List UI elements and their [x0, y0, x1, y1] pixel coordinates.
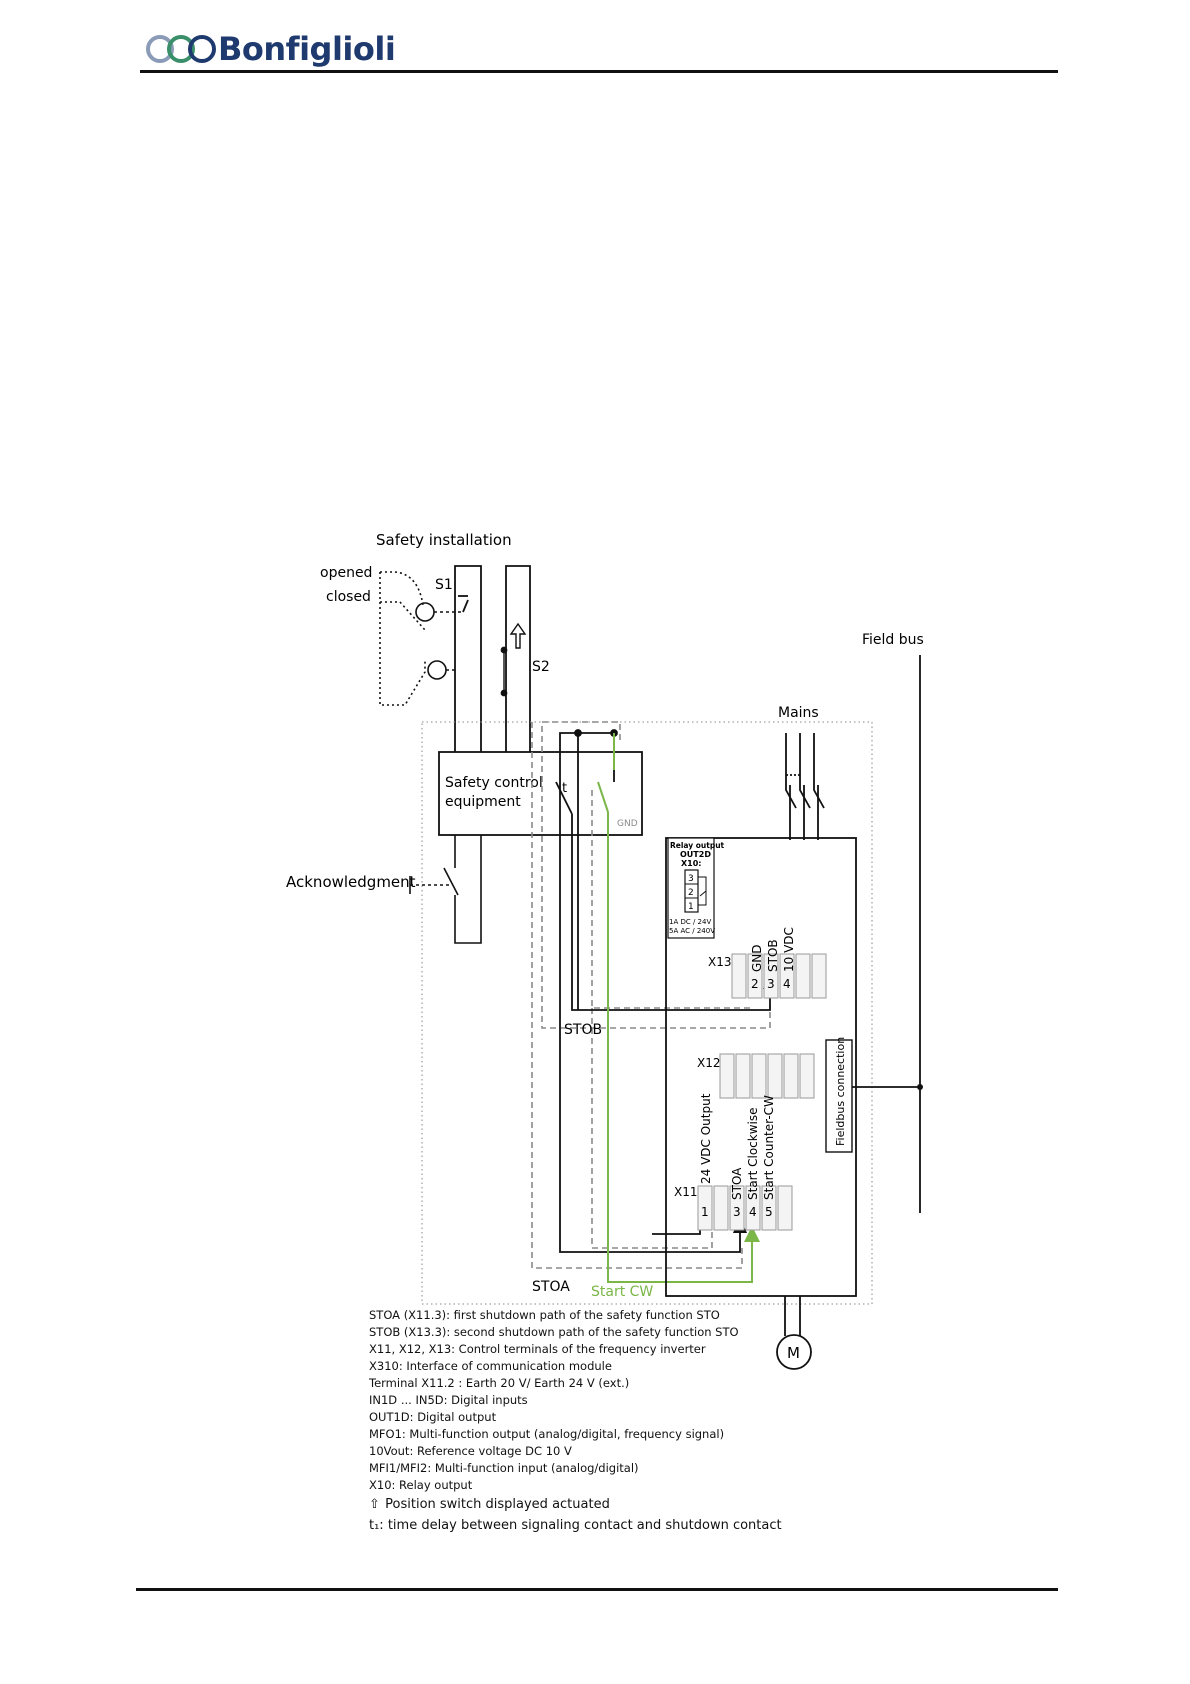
x11-label: X11	[674, 1185, 698, 1199]
legend-item: MFI1/MFI2: Multi-function input (analog/…	[369, 1461, 639, 1475]
legend-item: STOB (X13.3): second shutdown path of th…	[369, 1325, 739, 1339]
legend-symbol-text: Position switch displayed actuated	[385, 1497, 610, 1512]
x13-pin-3: 3	[767, 977, 775, 991]
relay-contact-icon	[698, 876, 707, 906]
legend-item: IN1D ... IN5D: Digital inputs	[369, 1393, 528, 1407]
legend-item: Terminal X11.2 : Earth 20 V/ Earth 24 V …	[369, 1376, 630, 1390]
page-header: Bonfiglioli	[140, 28, 1058, 76]
x13-terminal-strip	[731, 953, 827, 999]
safety-control-label-2: equipment	[445, 794, 521, 810]
x11-start-ccw-label: Start Counter-CW	[762, 1095, 776, 1200]
legend-item: X310: Interface of communication module	[369, 1359, 612, 1373]
x11-pin-5: 5	[765, 1205, 773, 1219]
relay-out2d-label: OUT2D	[680, 850, 711, 859]
s2-label: S2	[532, 659, 550, 675]
mains-label: Mains	[778, 705, 819, 721]
stoa-dashed-wire	[531, 722, 743, 1269]
opened-label: opened	[320, 565, 372, 581]
x13-label: X13	[708, 955, 732, 969]
x11-pin-4: 4	[749, 1205, 757, 1219]
frequency-inverter-box	[665, 837, 857, 1297]
footer-divider	[136, 1588, 1058, 1591]
x11-stoa-label: STOA	[730, 1167, 744, 1200]
safety-installation-label: Safety installation	[376, 531, 512, 549]
position-switch-arrow-icon	[509, 622, 527, 649]
x13-pin-2: 2	[751, 977, 759, 991]
s1-label: S1	[435, 577, 453, 593]
legend-item: MFO1: Multi-function output (analog/digi…	[369, 1427, 725, 1441]
closed-label: closed	[326, 589, 371, 605]
mains-lines	[785, 733, 825, 840]
gnd-small-label: GND	[617, 819, 638, 829]
x11-pin-1: 1	[701, 1205, 709, 1219]
x11-terminal-strip	[697, 1185, 793, 1231]
s2-switch	[500, 565, 531, 752]
fieldbus-connection-box	[825, 1039, 853, 1153]
relay-pin-3: 3	[688, 874, 694, 884]
brand-name: Bonfiglioli	[218, 30, 396, 68]
relay-rating-1: 1A DC / 24V	[669, 918, 711, 926]
field-bus-label: Field bus	[862, 632, 924, 648]
legend-item: STOA (X11.3): first shutdown path of the…	[369, 1308, 720, 1322]
acknowledgment-switch	[409, 835, 482, 944]
stob-dashed-wire-2	[591, 790, 752, 1009]
acknowledgment-label: Acknowledgment	[286, 873, 416, 891]
x12-label: X12	[697, 1056, 721, 1070]
motor-icon	[776, 1334, 812, 1370]
safety-control-label-1: Safety control	[445, 775, 543, 791]
start-cw-wire	[597, 733, 760, 1283]
legend-item: X11, X12, X13: Control terminals of the …	[369, 1342, 706, 1356]
stob-label: STOB	[564, 1022, 602, 1038]
relay-output-label: Relay output	[670, 841, 725, 850]
start-cw-label: Start CW	[591, 1284, 653, 1300]
x13-10vdc-label: 10 VDC	[782, 927, 796, 972]
motor-leads	[784, 1296, 801, 1336]
x11-24v-wire	[652, 1218, 701, 1235]
x13-pin-4: 4	[783, 977, 791, 991]
motor-label: M	[787, 1344, 800, 1362]
t1-label: t	[562, 781, 567, 796]
relay-pin-2: 2	[688, 888, 694, 898]
x12-terminal-strip	[719, 1053, 815, 1099]
x11-pin-3: 3	[733, 1205, 741, 1219]
legend-t1: t₁: time delay between signaling contact…	[369, 1518, 782, 1533]
x11-start-cw-label: Start Clockwise	[746, 1107, 760, 1200]
inverter-enclosure-dotted	[421, 721, 873, 1305]
stoa-label: STOA	[532, 1279, 570, 1295]
legend-item: X10: Relay output	[369, 1478, 473, 1492]
x13-label-group: GND STOB 10 VDC 2 3 4	[750, 927, 796, 991]
guard-door-sketch	[379, 571, 463, 706]
legend-item: 10Vout: Reference voltage DC 10 V	[369, 1444, 572, 1458]
relay-terminal-block	[684, 869, 699, 913]
stoa-dashed-wire-2	[591, 1008, 713, 1249]
x13-gnd-label: GND	[750, 944, 764, 972]
legend-item: OUT1D: Digital output	[369, 1410, 497, 1424]
diagram-legend: STOA (X11.3): first shutdown path of the…	[369, 1307, 782, 1536]
legend-symbol-row: ⇧ Position switch displayed actuated	[369, 1494, 782, 1515]
stob-dashed-wire	[541, 721, 771, 1029]
header-divider	[140, 70, 1058, 73]
x11-24vdc-label: 24 VDC Output	[699, 1093, 713, 1184]
bonfiglioli-logo-icon	[146, 35, 216, 63]
fieldbus-connection-label: Fieldbus connection	[834, 1037, 847, 1146]
x13-stob-label: STOB	[766, 939, 780, 972]
relay-x10-label: X10:	[681, 859, 702, 868]
s1-switch	[454, 565, 482, 752]
x11-label-group: 24 VDC Output STOA Start Clockwise Start…	[699, 1093, 776, 1219]
relay-pin-1: 1	[688, 902, 694, 912]
up-arrow-icon: ⇧	[369, 1497, 380, 1512]
relay-rating-2: 5A AC / 240V	[669, 927, 715, 935]
